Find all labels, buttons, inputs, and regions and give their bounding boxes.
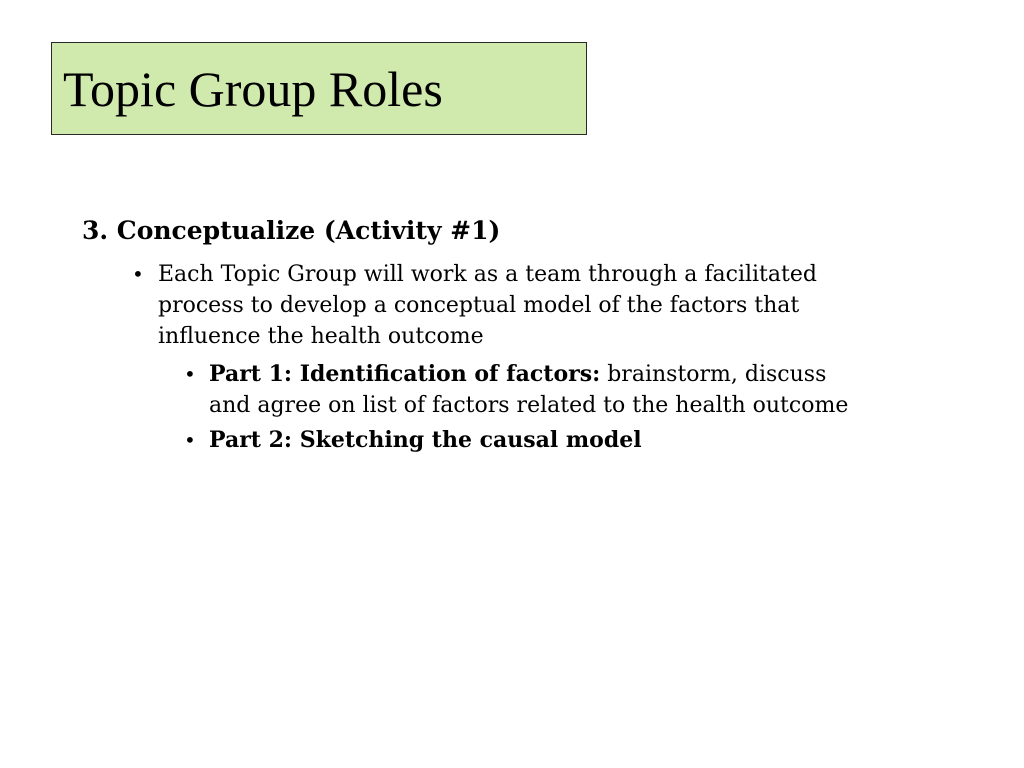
sub-bullet-part-2: Part 2: Sketching the causal model xyxy=(209,425,949,456)
bullet-line: Each Topic Group will work as a team thr… xyxy=(158,262,817,287)
sub-bullet-part-1: Part 1: Identification of factors: brain… xyxy=(209,359,949,421)
bullet-line: influence the health outcome xyxy=(158,324,484,349)
title-box: Topic Group Roles xyxy=(51,42,587,135)
bullet-text: Each Topic Group will work as a team thr… xyxy=(158,259,918,352)
bullet-icon: • xyxy=(132,262,144,286)
sub-bullet-bold: Part 1: Identification of factors: xyxy=(209,361,601,387)
sub-bullet-rest: brainstorm, discuss xyxy=(600,362,827,387)
sub-bullet-line2: and agree on list of factors related to … xyxy=(209,393,849,418)
bullet-line: process to develop a conceptual model of… xyxy=(158,293,800,318)
bullet-icon: • xyxy=(184,362,196,386)
section-heading: 3. Conceptualize (Activity #1) xyxy=(82,216,501,245)
slide-title: Topic Group Roles xyxy=(63,61,443,117)
sub-bullet-bold: Part 2: Sketching the causal model xyxy=(209,427,642,453)
bullet-icon: • xyxy=(184,428,196,452)
